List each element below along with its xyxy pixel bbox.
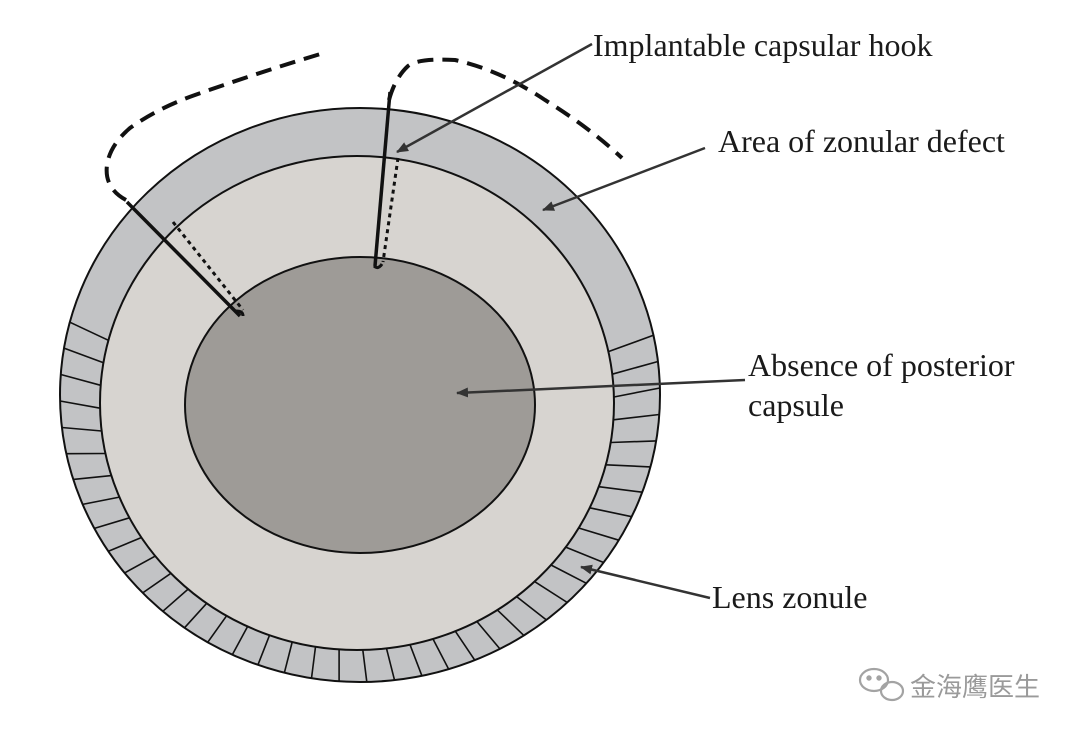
- posterior-capsule-absence-area: [185, 257, 535, 553]
- wechat-icon: [860, 669, 903, 700]
- arrow-zonular-defect: [543, 148, 705, 210]
- label-absence-of-posterior: Absence of posterior: [748, 347, 1015, 383]
- watermark: 金海鹰医生: [860, 669, 1040, 703]
- label-capsule: capsule: [748, 387, 844, 423]
- watermark-text: 金海鹰医生: [910, 673, 1040, 703]
- label-area-of-zonular-defect: Area of zonular defect: [718, 123, 1005, 159]
- label-implantable-capsular-hook: Implantable capsular hook: [593, 27, 932, 63]
- label-lens-zonule: Lens zonule: [712, 579, 868, 615]
- arrow-lens-zonule: [581, 567, 710, 598]
